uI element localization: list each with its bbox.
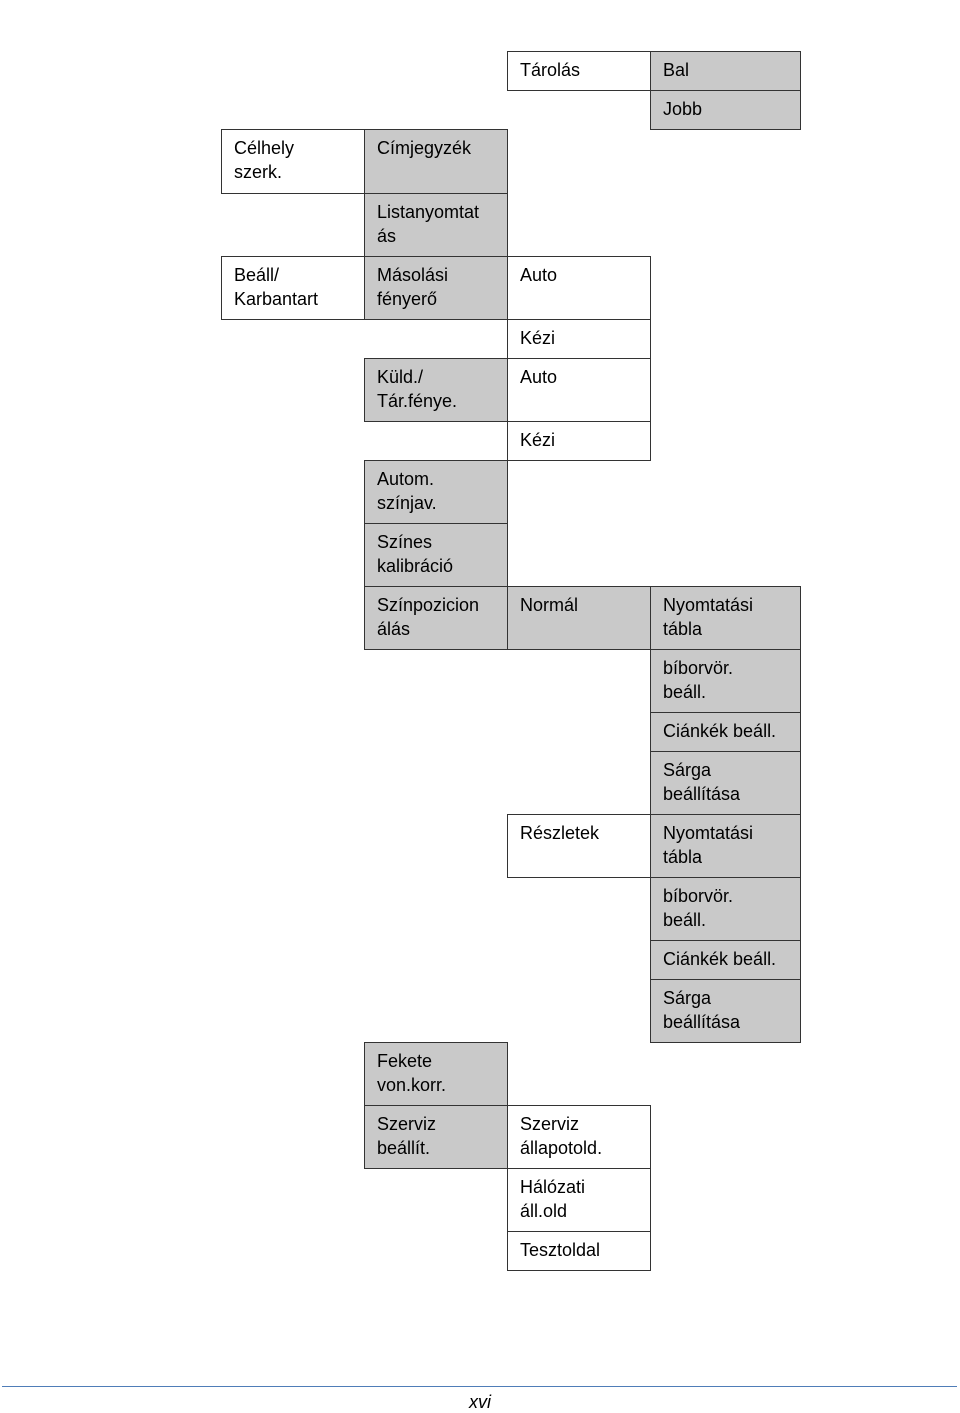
reszletek-biborvor-beall: bíborvör. beáll. bbox=[650, 877, 801, 941]
normal-biborvor-beall: bíborvör. beáll. bbox=[650, 649, 801, 713]
reszletek-sarga-beallitasa: Sárga beállítása bbox=[650, 979, 801, 1043]
option-kuld-kezi: Kézi bbox=[507, 421, 651, 461]
option-szerviz-allapotold: Szerviz állapotold. bbox=[507, 1105, 651, 1169]
submenu-szines-kalibracio: Színes kalibráció bbox=[364, 523, 508, 587]
option-normal: Normál bbox=[507, 586, 651, 650]
option-kuld-auto: Auto bbox=[507, 358, 651, 422]
menu-item-tarolas: Tárolás bbox=[507, 51, 651, 91]
reszletek-ciankek-beall: Ciánkék beáll. bbox=[650, 940, 801, 980]
submenu-fekete-von-korr: Fekete von.korr. bbox=[364, 1042, 508, 1106]
submenu-listanyomtatas: Listanyomtat ás bbox=[364, 193, 508, 257]
option-bal: Bal bbox=[650, 51, 801, 91]
menu-item-beall-karbantart: Beáll/ Karbantart bbox=[221, 256, 365, 320]
reszletek-nyomtatasi-tabla: Nyomtatási tábla bbox=[650, 814, 801, 878]
option-reszletek: Részletek bbox=[507, 814, 651, 878]
submenu-masolasi-fenyero: Másolási fényerő bbox=[364, 256, 508, 320]
submenu-szinpozicionalas: Színpozicion álás bbox=[364, 586, 508, 650]
normal-ciankek-beall: Ciánkék beáll. bbox=[650, 712, 801, 752]
normal-nyomtatasi-tabla: Nyomtatási tábla bbox=[650, 586, 801, 650]
submenu-cimjegyzek: Címjegyzék bbox=[364, 129, 508, 194]
option-jobb: Jobb bbox=[650, 90, 801, 130]
submenu-autom-szinjav: Autom. színjav. bbox=[364, 460, 508, 524]
option-tesztoldal: Tesztoldal bbox=[507, 1231, 651, 1271]
option-masolasi-kezi: Kézi bbox=[507, 319, 651, 359]
page-number: xvi bbox=[469, 1392, 491, 1412]
submenu-szerviz-beallit: Szerviz beállít. bbox=[364, 1105, 508, 1169]
menu-item-celhely-szerk: Célhely szerk. bbox=[221, 129, 365, 194]
footer-divider bbox=[2, 1386, 957, 1387]
submenu-kuld-tar-fenye: Küld./ Tár.fénye. bbox=[364, 358, 508, 422]
option-masolasi-auto: Auto bbox=[507, 256, 651, 320]
option-halozati-all-old: Hálózati áll.old bbox=[507, 1168, 651, 1232]
normal-sarga-beallitasa: Sárga beállítása bbox=[650, 751, 801, 815]
